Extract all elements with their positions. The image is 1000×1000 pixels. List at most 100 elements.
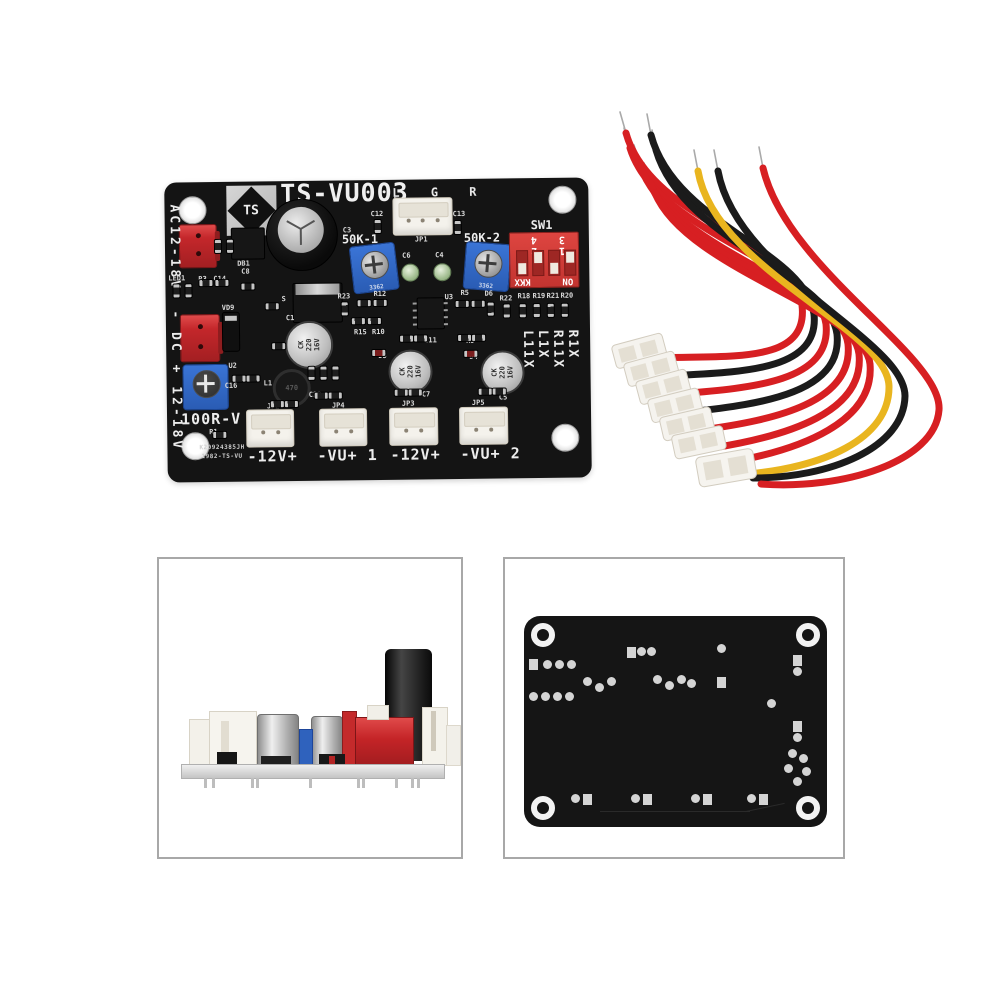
solder-pad <box>793 721 802 732</box>
solder-pad <box>759 794 768 805</box>
smd-component <box>246 375 260 382</box>
ref-label: C13 <box>452 209 466 219</box>
ref-label: R10 <box>371 327 385 337</box>
wire-red <box>636 161 852 434</box>
pcb-edge <box>181 764 445 779</box>
solder-pad <box>788 749 797 758</box>
smd-component <box>185 284 192 298</box>
ic-leg <box>443 309 448 312</box>
gain-setting-label: R11X <box>550 329 566 370</box>
gain-setting-label: R1X <box>565 329 581 360</box>
smd-component <box>471 300 485 307</box>
solder-pad <box>529 692 538 701</box>
green-led-c4 <box>433 263 452 282</box>
smd-component <box>241 283 255 290</box>
smd-component <box>547 303 554 317</box>
solder-pad <box>627 647 636 658</box>
ref-label: JP4 <box>331 401 345 410</box>
solder-pad <box>583 794 592 805</box>
solder-pad <box>553 692 562 701</box>
solder-pad <box>583 677 592 686</box>
smd-component <box>372 349 386 357</box>
solder-pad <box>802 767 811 776</box>
smd-component <box>374 219 381 234</box>
ref-label: U2 <box>228 361 237 370</box>
through-hole-pin <box>204 778 207 788</box>
smd-component <box>478 388 492 395</box>
side-connector-slot <box>431 711 436 751</box>
serial-line-2: 1982-TS-VU <box>201 452 243 461</box>
solder-pad <box>793 777 802 786</box>
solder-pad <box>767 699 776 708</box>
wire-black <box>652 146 841 416</box>
smd-component <box>284 400 298 408</box>
ref-label: DB1 <box>237 259 250 268</box>
smd-component <box>373 299 387 307</box>
smd-component <box>332 366 339 380</box>
smd-component <box>367 317 381 325</box>
side-connector-slot <box>221 721 229 764</box>
ref-label: S <box>281 295 286 304</box>
through-hole-pin <box>362 778 365 788</box>
solder-pad <box>555 660 564 669</box>
ref-label: U3 <box>444 293 454 302</box>
solder-pad <box>653 675 662 684</box>
mounting-hole <box>796 623 820 647</box>
solder-pad <box>571 794 580 803</box>
solder-pad <box>703 794 712 805</box>
solder-pad <box>793 733 802 742</box>
wire-red <box>651 189 874 466</box>
connector-label: -12V+ <box>390 445 441 464</box>
ref-label: R22 <box>499 294 513 303</box>
output-connector-jp3 <box>388 407 439 446</box>
side-white-nub <box>367 705 389 720</box>
output-connector-jp2 <box>245 409 295 448</box>
connector-label: -VU+ 2 <box>460 444 521 464</box>
jp1-connector <box>392 197 453 236</box>
smd-component <box>503 304 510 318</box>
dip-slot <box>564 249 577 276</box>
smd-component <box>272 343 286 350</box>
side-connector <box>446 725 461 766</box>
inductor-code: 470 <box>285 383 299 393</box>
solder-pad <box>631 794 640 803</box>
ref-label: R18 <box>517 292 531 301</box>
ref-label: JP1 <box>414 235 428 244</box>
solder-pad <box>665 681 674 690</box>
mounting-hole <box>551 423 580 452</box>
solder-pad <box>677 675 686 684</box>
solder-pad <box>643 794 652 805</box>
side-component-red-dot <box>329 756 335 764</box>
ref-label: R12 <box>373 289 387 299</box>
harness-connectors <box>611 332 758 488</box>
pot-low-label: 100R-V <box>180 409 242 429</box>
ref-label: C16 <box>224 381 238 390</box>
smd-component <box>199 280 213 287</box>
dip-actuator <box>534 251 543 264</box>
ref-label: C6 <box>402 251 411 260</box>
ref-label: L1 <box>263 379 273 388</box>
ref-label: R19 <box>532 291 546 301</box>
solder-pad <box>529 659 538 670</box>
ts-logo-text: TS <box>243 202 260 219</box>
wire-black <box>714 167 909 482</box>
smd-component <box>173 284 180 298</box>
smd-component <box>232 375 246 382</box>
sw1-label: SW1 <box>530 217 553 233</box>
solder-pad <box>637 647 646 656</box>
ic-leg <box>412 302 417 305</box>
ic-u3 <box>412 297 448 330</box>
wire-tips <box>619 111 764 194</box>
pcb-front-view: TS TS-VU003 L G R 50K-1 50K-2 3362 33 <box>164 177 592 483</box>
smd-component <box>455 300 469 308</box>
ref-label: LED1 <box>168 274 186 283</box>
smd-component <box>400 335 414 342</box>
solder-pad <box>793 655 802 666</box>
wire-yellow <box>694 167 893 478</box>
solder-pad <box>565 692 574 701</box>
pcb-trace <box>600 811 750 812</box>
solder-pad <box>647 647 656 656</box>
ref-label: D6 <box>484 289 494 298</box>
ic-leg <box>412 316 417 319</box>
